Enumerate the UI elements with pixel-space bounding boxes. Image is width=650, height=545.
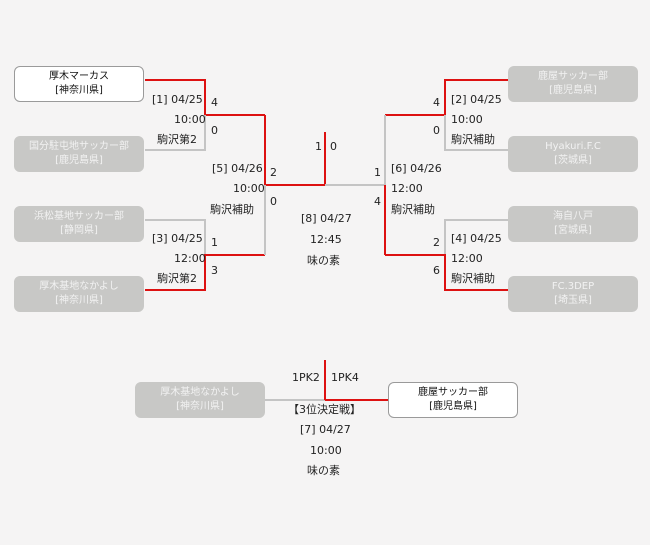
team-pref: [静岡県] [60, 225, 98, 236]
score-m5-top: 2 [270, 166, 277, 179]
match-time-m3: 12:00 [174, 252, 206, 265]
score-m2-bottom: 0 [433, 124, 440, 137]
team-box-t1[interactable]: 厚木マーカス [神奈川県] [14, 66, 144, 102]
match-time-m1: 10:00 [174, 113, 206, 126]
match-no-m2: [2] 04/25 [451, 93, 502, 106]
line-m4-bottom [385, 254, 508, 291]
team-name: 浜松基地サッカー部 [34, 211, 124, 222]
team-name: 厚木基地なかよし [39, 281, 119, 292]
match-venue-m7: 味の素 [307, 464, 340, 477]
team-box-t7[interactable]: 海自八戸 [宮城県] [508, 206, 638, 242]
score-m2-top: 4 [433, 96, 440, 109]
match-time-m6: 12:00 [391, 182, 423, 195]
match-time-m8: 12:45 [310, 233, 342, 246]
team-name: 海自八戸 [553, 211, 593, 222]
line-m3-bottom [145, 254, 265, 291]
score-m8-right: 0 [330, 140, 337, 153]
team-box-t2[interactable]: 国分駐屯地サッカー部 [鹿児島県] [14, 136, 144, 172]
score-m1-top: 4 [211, 96, 218, 109]
line-m1-bottom [145, 115, 206, 151]
team-pref: [神奈川県] [176, 401, 224, 412]
third-place-title: 【3位決定戦】 [288, 403, 361, 416]
score-m6-top: 1 [374, 166, 381, 179]
team-pref: [鹿児島県] [429, 401, 477, 412]
team-box-t3[interactable]: 浜松基地サッカー部 [静岡県] [14, 206, 144, 242]
match-venue-m4: 駒沢補助 [451, 272, 495, 285]
team-box-tp-left[interactable]: 厚木基地なかよし [神奈川県] [135, 382, 265, 418]
team-name: FC.3DEP [551, 281, 595, 292]
team-box-tp-right[interactable]: 鹿屋サッカー部 [鹿児島県] [388, 382, 518, 418]
score-m4-top: 2 [433, 236, 440, 249]
match-venue-m3: 駒沢第2 [157, 272, 197, 285]
line-m2-bottom [444, 115, 508, 151]
match-no-m6: [6] 04/26 [391, 162, 442, 175]
team-box-t4[interactable]: 厚木基地なかよし [神奈川県] [14, 276, 144, 312]
team-box-t5[interactable]: 鹿屋サッカー部 [鹿児島県] [508, 66, 638, 102]
score-m6-bottom: 4 [374, 195, 381, 208]
line-m2-top [385, 79, 508, 116]
match-venue-m8: 味の素 [307, 254, 340, 267]
score-m1-bottom: 0 [211, 124, 218, 137]
line-m1-top [145, 79, 265, 116]
match-venue-m6: 駒沢補助 [391, 203, 435, 216]
team-pref: [神奈川県] [55, 295, 103, 306]
team-box-t6[interactable]: Hyakuri.F.C [茨城県] [508, 136, 638, 172]
match-time-m5: 10:00 [233, 182, 265, 195]
team-name: 厚木マーカス [49, 71, 109, 82]
match-time-m7: 10:00 [310, 444, 342, 457]
match-no-m4: [4] 04/25 [451, 232, 502, 245]
team-box-t8[interactable]: FC.3DEP [埼玉県] [508, 276, 638, 312]
team-name: Hyakuri.F.C [545, 141, 601, 152]
match-time-m2: 10:00 [451, 113, 483, 126]
match-no-m8: [8] 04/27 [301, 212, 352, 225]
match-no-m5: [5] 04/26 [212, 162, 263, 175]
team-name: 鹿屋サッカー部 [538, 71, 608, 82]
match-venue-m2: 駒沢補助 [451, 133, 495, 146]
team-pref: [宮城県] [554, 225, 592, 236]
score-m7-right: 1PK4 [331, 371, 359, 384]
team-pref: [鹿児島県] [549, 85, 597, 96]
match-no-m3: [3] 04/25 [152, 232, 203, 245]
team-pref: [埼玉県] [554, 295, 592, 306]
score-m3-top: 1 [211, 236, 218, 249]
score-m5-bottom: 0 [270, 195, 277, 208]
match-no-m1: [1] 04/25 [152, 93, 203, 106]
match-time-m4: 12:00 [451, 252, 483, 265]
score-m4-bottom: 6 [433, 264, 440, 277]
team-name: 鹿屋サッカー部 [418, 387, 488, 398]
line-m3-top [145, 219, 206, 255]
team-name: 厚木基地なかよし [160, 387, 240, 398]
team-pref: [茨城県] [554, 155, 592, 166]
match-no-m7: [7] 04/27 [300, 423, 351, 436]
score-m8-left: 1 [315, 140, 322, 153]
team-name: 国分駐屯地サッカー部 [29, 141, 129, 152]
match-venue-m5: 駒沢補助 [210, 203, 254, 216]
line-m4-top [444, 219, 508, 255]
score-m3-bottom: 3 [211, 264, 218, 277]
score-m7-left: 1PK2 [292, 371, 320, 384]
team-pref: [鹿児島県] [55, 155, 103, 166]
match-venue-m1: 駒沢第2 [157, 133, 197, 146]
team-pref: [神奈川県] [55, 85, 103, 96]
